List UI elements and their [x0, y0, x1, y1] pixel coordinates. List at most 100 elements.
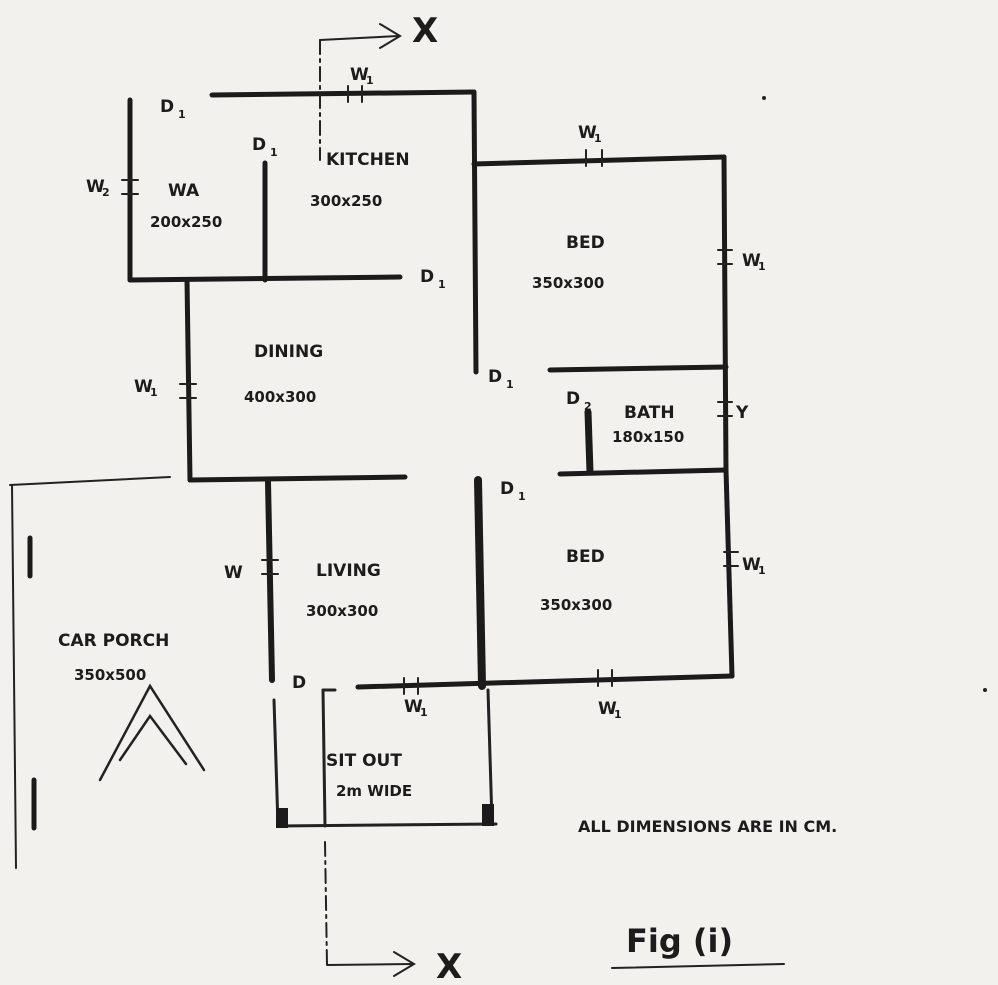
- window-tag-letter: W: [224, 563, 243, 583]
- room-sit-out-name: SIT OUT: [326, 751, 402, 771]
- dimensions-note: ALL DIMENSIONS ARE IN CM.: [578, 817, 837, 836]
- room-kitchen-name: KITCHEN: [326, 150, 410, 170]
- wall-living-left: [265, 479, 275, 683]
- car-porch-top: [9, 476, 171, 486]
- room-bath-size: 180x150: [612, 428, 684, 446]
- window-tag-subscript: 1: [758, 260, 766, 273]
- window-bed-right: [717, 249, 733, 265]
- wall-sitout-left: [272, 698, 280, 828]
- window-tag-letter: W: [742, 555, 761, 575]
- door-tag-subscript: 1: [518, 490, 526, 503]
- section-line-bottom: [324, 841, 328, 966]
- bath-y-tag: Y: [735, 403, 749, 423]
- room-car-porch-name: CAR PORCH: [58, 631, 169, 651]
- arrow-head-bottom-icon: [393, 951, 416, 977]
- north-arrow-inner: [118, 713, 188, 766]
- window-tag-bed-right: W 1: [742, 251, 766, 273]
- wall-bed-top-top: [471, 154, 727, 167]
- room-labels: KITCHEN 300x250 WA 200x250 DINING 400x30…: [58, 150, 684, 800]
- door-tag-kitchen-dining: D 1: [420, 267, 446, 291]
- wall-right-upper: [721, 154, 729, 475]
- room-bed-top-size: 350x300: [532, 274, 604, 292]
- window-tags: W 1 W 1 W 1 W 2 W 1 Y W 1 W W: [86, 65, 766, 721]
- sitout-inner-line: [321, 688, 327, 828]
- window-bath-right: [717, 401, 733, 417]
- window-tag-subscript: 1: [594, 132, 602, 145]
- pencil-dot: [983, 688, 987, 692]
- door-tag-letter: D: [420, 267, 434, 287]
- section-x-bottom: X: [324, 841, 462, 985]
- wall-top-kitchen: [209, 89, 477, 98]
- door-tag-bed-bottom: D 1: [500, 479, 526, 503]
- window-tag-wa: W 2: [86, 177, 110, 199]
- window-wa-left: [121, 179, 139, 195]
- section-letter-top: X: [412, 11, 438, 51]
- room-wa-name: WA: [168, 181, 200, 201]
- window-tag-letter: W: [598, 699, 617, 719]
- window-tag-kitchen-top: W 1: [350, 65, 374, 87]
- door-tag-bed-top: D 1: [488, 367, 514, 391]
- wall-bottom-front: [355, 673, 735, 690]
- door-tag-wa: D 1: [252, 135, 278, 159]
- door-tag-letter: D: [488, 367, 502, 387]
- wall-dining-left: [184, 277, 193, 483]
- north-arrow-outer: [98, 683, 206, 782]
- door-tag-letter: D: [500, 479, 514, 499]
- window-tag-subscript: 1: [614, 708, 622, 721]
- window-tag-subscript: 2: [102, 186, 110, 199]
- room-living-size: 300x300: [306, 602, 378, 620]
- room-wa-size: 200x250: [150, 213, 222, 231]
- figure-caption: Fig (i): [626, 922, 733, 960]
- door-tag-subscript: 2: [584, 400, 592, 413]
- sitout-pillar-left: [276, 808, 288, 828]
- door-tag-bath: D 2: [566, 389, 592, 413]
- wall-bed-bath: [547, 364, 729, 373]
- window-tag-letter: W: [86, 177, 105, 197]
- walls: [9, 89, 735, 869]
- room-dining-size: 400x300: [244, 388, 316, 406]
- room-bath-name: BATH: [624, 403, 675, 423]
- window-dining-left: [179, 383, 197, 399]
- door-tag-letter: D: [292, 673, 306, 693]
- wall-dining-bottom: [187, 474, 408, 483]
- section-letter-bottom: X: [436, 947, 462, 985]
- room-living-name: LIVING: [316, 561, 381, 581]
- room-car-porch-size: 350x500: [74, 666, 146, 684]
- window-ticks: [121, 85, 739, 695]
- window-kitchen-top: [347, 85, 363, 103]
- section-arrow-top: [319, 35, 399, 41]
- wall-sitout-bottom: [276, 822, 498, 828]
- window-tag-subscript: 1: [420, 706, 428, 719]
- window-bed-bottom: [597, 669, 613, 687]
- caption-underline: [611, 963, 785, 969]
- north-arrow-icon: [98, 683, 206, 782]
- wall-living-bed: [474, 476, 486, 690]
- arrow-head-top-icon: [379, 23, 402, 49]
- window-tag-dining: W 1: [134, 377, 158, 399]
- window-living-bottom: [403, 677, 419, 695]
- wall-bath-bottom: [557, 467, 729, 477]
- wall-right-lower: [723, 467, 735, 679]
- room-bed-bottom-size: 350x300: [540, 596, 612, 614]
- window-tag-living: W: [224, 563, 243, 583]
- car-porch-left: [11, 484, 17, 869]
- window-tag-subscript: 1: [758, 564, 766, 577]
- door-tag-main: D: [292, 673, 306, 693]
- room-bed-top-name: BED: [566, 233, 605, 253]
- window-tag-letter: W: [350, 65, 369, 85]
- wall-kitchen-dining: [127, 274, 403, 283]
- window-tag-subscript: 1: [150, 386, 158, 399]
- room-bed-bottom-name: BED: [566, 547, 605, 567]
- window-tag-living-bottom: W 1: [404, 697, 428, 719]
- section-x-top: X: [319, 11, 438, 161]
- room-sit-out-size: 2m WIDE: [336, 782, 412, 800]
- sitout-pillar-right: [482, 804, 494, 826]
- wall-bath-left: [584, 408, 594, 476]
- section-arrow-bottom: [326, 963, 413, 966]
- door-tag-subscript: 1: [270, 146, 278, 159]
- pencil-dot: [762, 96, 766, 100]
- window-living-left: [261, 559, 279, 575]
- wall-sitout-right: [486, 688, 494, 824]
- window-bed-top: [585, 149, 603, 167]
